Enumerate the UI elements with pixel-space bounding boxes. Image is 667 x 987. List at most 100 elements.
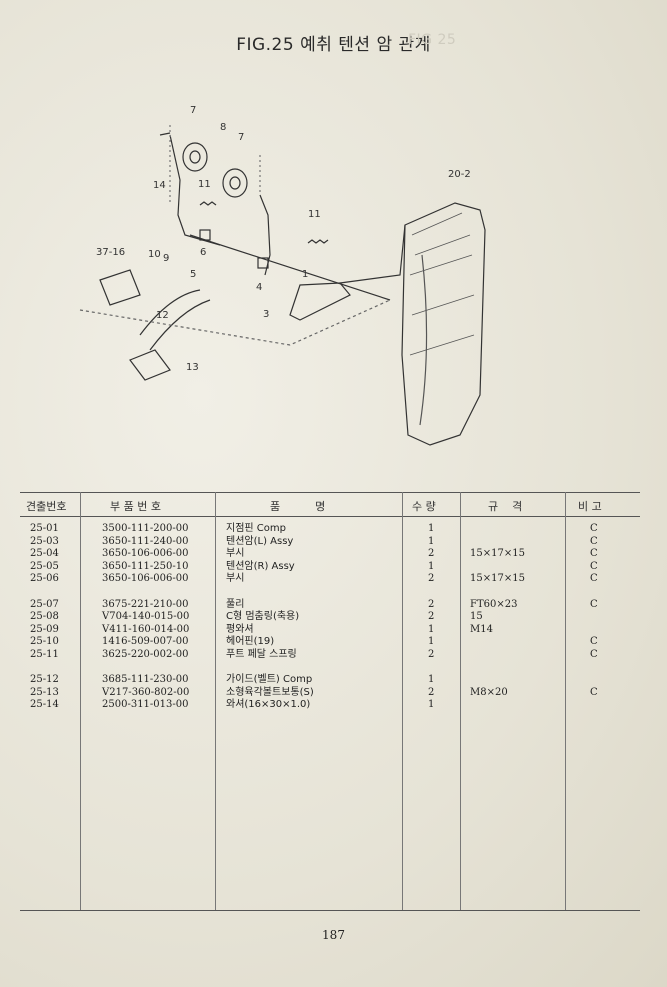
table-row: 25-13 bbox=[30, 686, 59, 698]
table-row: 25-03 bbox=[30, 535, 59, 547]
table-row: 1416-509-007-00 bbox=[102, 636, 189, 648]
table-row bbox=[102, 586, 189, 599]
table-row: 15×17×15 bbox=[470, 548, 525, 560]
tension-arm-left-tip bbox=[159, 132, 171, 136]
col-spec: 15×17×15 15×17×15 FT60×23 15 M14 M8×20 bbox=[470, 523, 525, 712]
table-row: 25-05 bbox=[30, 560, 59, 572]
page-number: 187 bbox=[322, 928, 345, 942]
pulley-lower-hub bbox=[229, 176, 241, 190]
table-row: C bbox=[590, 523, 598, 534]
label-11-right: 11 bbox=[308, 209, 321, 220]
table-row: V704-140-015-00 bbox=[102, 611, 190, 623]
table-row: 3500-111-200-00 bbox=[102, 523, 189, 534]
table-row: C형 멈춤링(축용) bbox=[226, 611, 300, 623]
table-row: 3650-106-006-00 bbox=[102, 573, 189, 585]
label-9: 9 bbox=[163, 253, 169, 264]
table-row: V217-360-802-00 bbox=[102, 686, 190, 698]
table-bottom-rule bbox=[20, 910, 640, 911]
table-row bbox=[470, 561, 525, 574]
tension-arm-left bbox=[169, 134, 221, 246]
table-row: 3625-220-002-00 bbox=[102, 648, 189, 660]
table-row: 지점핀 Comp bbox=[226, 523, 286, 534]
table-row: 15 bbox=[470, 611, 483, 623]
table-row bbox=[428, 662, 434, 675]
table-row: M8×20 bbox=[470, 686, 508, 698]
table-row: C bbox=[590, 686, 598, 698]
label-7-right: 7 bbox=[238, 132, 244, 143]
spring-left bbox=[199, 201, 217, 206]
table-row: 25-12 bbox=[30, 674, 59, 686]
guide-bracket bbox=[129, 349, 171, 381]
table-row: 평와셔 bbox=[226, 623, 254, 635]
table-row bbox=[30, 662, 59, 675]
table-row: 2 bbox=[428, 548, 435, 560]
table-row: 25-08 bbox=[30, 611, 59, 623]
col-part-no: 3500-111-200-00 3650-111-240-00 3650-106… bbox=[102, 523, 189, 712]
pulley-lower bbox=[222, 168, 248, 198]
label-3: 3 bbox=[263, 309, 269, 320]
table-row: 25-01 bbox=[30, 523, 59, 534]
table-top-rule bbox=[20, 492, 640, 493]
table-row bbox=[428, 586, 434, 599]
table-row: 25-14 bbox=[30, 699, 59, 711]
table-row: 1 bbox=[428, 623, 435, 635]
col-divider-1 bbox=[80, 492, 81, 910]
col-qty: 1 1 2 1 2 2 2 1 1 2 1 2 1 bbox=[428, 523, 434, 712]
table-row bbox=[470, 674, 525, 687]
table-row: 소형육각볼트보통(S) bbox=[226, 686, 314, 698]
table-row: 1 bbox=[428, 699, 435, 711]
label-11-left: 11 bbox=[198, 179, 211, 190]
table-row: 2 bbox=[428, 611, 435, 623]
col-divider-3 bbox=[402, 492, 403, 910]
table-row bbox=[470, 523, 525, 536]
table-row: 3650-111-240-00 bbox=[102, 535, 189, 547]
label-7-top: 7 bbox=[190, 105, 196, 116]
table-row bbox=[470, 649, 525, 662]
table-row: C bbox=[590, 535, 598, 547]
table-row: C bbox=[590, 548, 598, 560]
table-row bbox=[590, 699, 598, 712]
table-row: C bbox=[590, 648, 598, 660]
pivot-shaft bbox=[189, 234, 391, 301]
table-row: C bbox=[590, 560, 598, 572]
transmission-housing bbox=[401, 202, 486, 446]
col-fig-no: 25-01 25-03 25-04 25-05 25-06 25-07 25-0… bbox=[30, 523, 59, 712]
table-row: 부시 bbox=[226, 548, 245, 560]
table-row: 1 bbox=[428, 674, 435, 686]
table-row: 2 bbox=[428, 573, 435, 585]
label-37-16: 37-16 bbox=[96, 247, 125, 258]
table-row: 1 bbox=[428, 535, 435, 547]
header-qty: 수 량 bbox=[412, 500, 436, 513]
table-row: 2 bbox=[428, 648, 435, 660]
table-row: C bbox=[590, 636, 598, 648]
table-row: 15×17×15 bbox=[470, 573, 525, 585]
table-row: 텐션암(L) Assy bbox=[226, 535, 294, 547]
pulley-upper-hub bbox=[189, 150, 201, 164]
col-divider-5 bbox=[565, 492, 566, 910]
parts-table: 견출번호 부 품 번 호 품 명 수 량 규 격 비 고 25-01 25-03… bbox=[20, 488, 640, 928]
col-name: 지점핀 Comp 텐션암(L) Assy 부시 텐션암(R) Assy 부시 풀… bbox=[226, 523, 314, 712]
belt-guide bbox=[139, 289, 211, 351]
table-row bbox=[102, 662, 189, 675]
table-row: C bbox=[590, 598, 598, 610]
table-row bbox=[590, 674, 598, 687]
table-row bbox=[470, 536, 525, 549]
label-14: 14 bbox=[153, 180, 166, 191]
spring-right bbox=[307, 239, 329, 244]
table-row: C bbox=[590, 573, 598, 585]
header-remark: 비 고 bbox=[578, 500, 602, 513]
table-row: 3650-106-006-00 bbox=[102, 548, 189, 560]
housing-ribs bbox=[409, 212, 475, 356]
table-row: 25-11 bbox=[30, 648, 59, 660]
table-row: 25-04 bbox=[30, 548, 59, 560]
table-row: 가이드(벨트) Comp bbox=[226, 674, 313, 686]
pedal-plate bbox=[289, 282, 351, 321]
label-20-2: 20-2 bbox=[448, 169, 471, 180]
label-8: 8 bbox=[220, 122, 226, 133]
label-10: 10 bbox=[148, 249, 161, 260]
table-row bbox=[30, 586, 59, 599]
table-row: FT60×23 bbox=[470, 598, 518, 610]
table-row bbox=[590, 611, 598, 624]
table-row: 3650-111-250-10 bbox=[102, 560, 189, 572]
